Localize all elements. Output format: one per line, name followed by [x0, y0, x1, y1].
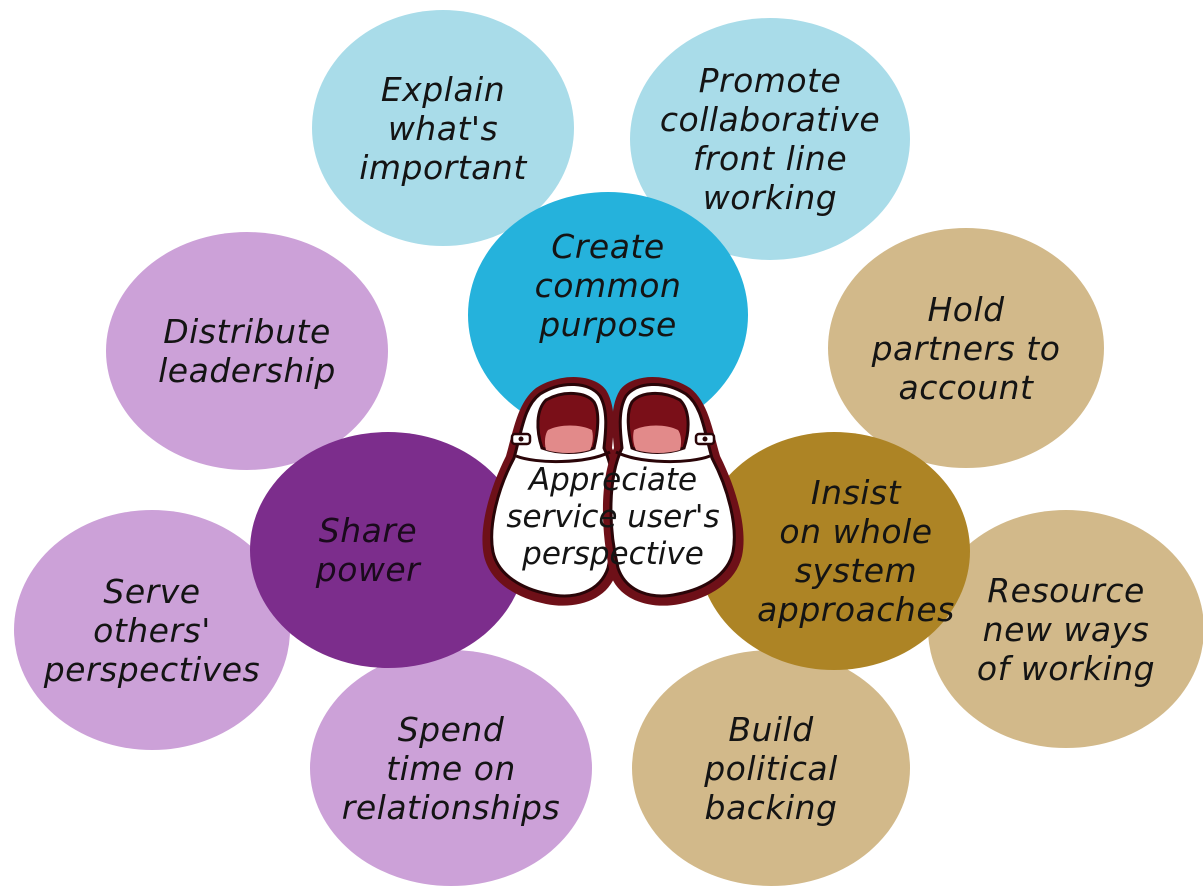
bubble-label: Promote collaborative front line working: [659, 61, 881, 217]
bubble-share-power: Share power: [250, 432, 526, 668]
bubble-label: Insist on whole system approaches: [757, 473, 955, 629]
bubble-serve-others-perspectives: Serve others' perspectives: [14, 510, 290, 750]
bubble-build-political-backing: Build political backing: [632, 650, 910, 886]
bubble-label: Distribute leadership: [158, 312, 336, 390]
bubble-label: Resource new ways of working: [976, 570, 1156, 688]
shoes-icon: [476, 368, 750, 618]
bubble-resource-new-ways: Resource new ways of working: [928, 510, 1203, 748]
center-label-appreciate-perspective: Appreciate service user's perspective: [506, 462, 720, 572]
bubble-distribute-leadership: Distribute leadership: [106, 232, 388, 470]
bubble-spend-time-on-relationships: Spend time on relationships: [310, 650, 592, 886]
right-shoe-icon: [602, 376, 744, 606]
bubble-label: Explain what's important: [359, 69, 527, 187]
bubble-hold-partners-to-account: Hold partners to account: [828, 228, 1104, 468]
bubble-label: Build political backing: [704, 709, 838, 827]
bubble-explain-whats-important: Explain what's important: [312, 10, 574, 246]
bubble-label: Create common purpose: [534, 226, 682, 344]
bubble-label: Share power: [315, 511, 421, 589]
bubble-label: Serve others' perspectives: [43, 571, 261, 689]
bubble-label: Spend time on relationships: [341, 709, 561, 827]
bubble-label: Hold partners to account: [871, 289, 1061, 407]
left-shoe-icon: [482, 376, 624, 606]
bubble-insist-whole-system: Insist on whole system approaches: [698, 432, 970, 670]
